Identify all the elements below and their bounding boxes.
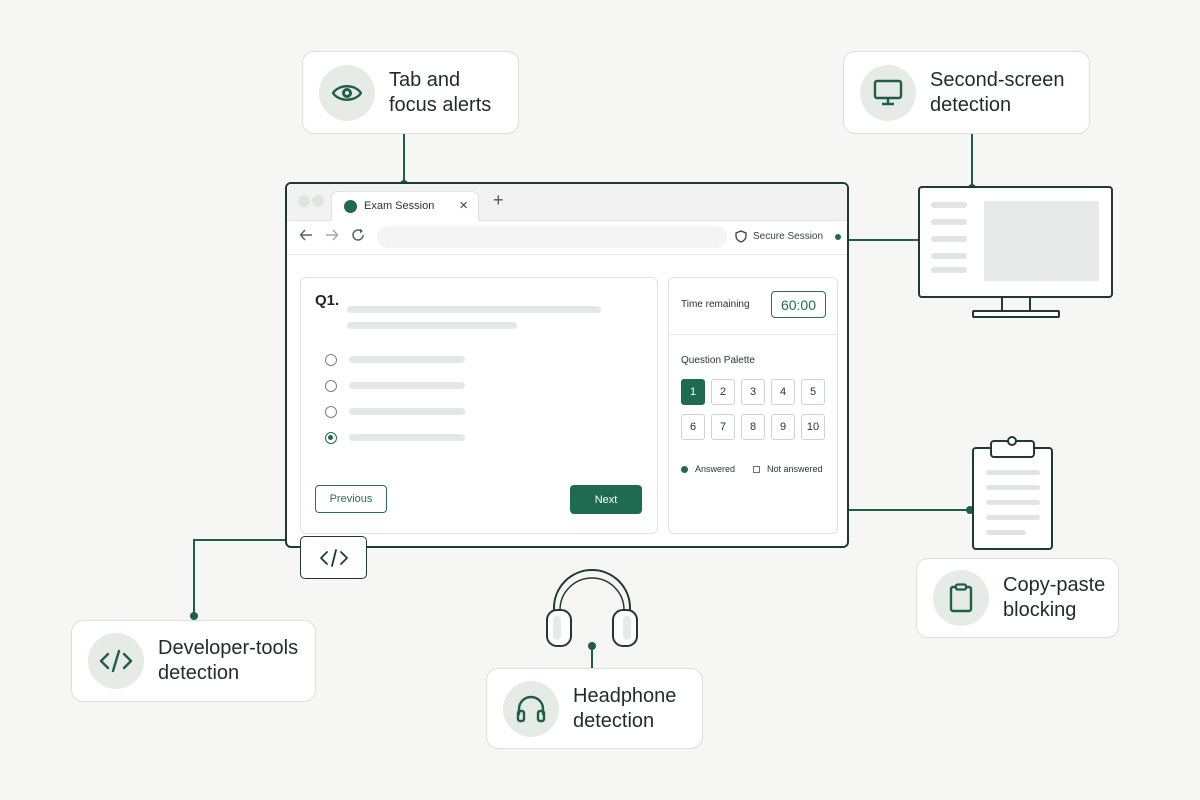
status-dot [835,233,842,240]
next-button[interactable]: Next [570,485,642,514]
divider [669,334,837,335]
feature-title: Second-screen [930,68,1065,91]
answer-option-radio[interactable] [325,354,337,366]
time-remaining-label: Time remaining [681,299,750,310]
answer-option-radio[interactable] [325,380,337,392]
palette-question-3[interactable]: 3 [741,379,765,405]
answer-option-text [349,356,465,363]
tab-bar: Exam Session × + [287,184,847,221]
answer-option-text [349,382,465,389]
reload-icon[interactable] [351,228,365,242]
clipboard-icon [933,570,989,626]
palette-question-10[interactable]: 10 [801,414,825,440]
previous-button[interactable]: Previous [315,485,387,513]
feature-title: focus alerts [389,93,492,116]
palette-question-2[interactable]: 2 [711,379,735,405]
feature-title: detection [930,93,1012,116]
question-palette-label: Question Palette [681,355,755,366]
close-tab-icon[interactable]: × [459,197,468,214]
window-control[interactable] [312,195,324,207]
legend-not-answered: Not answered [753,464,823,474]
palette-question-6[interactable]: 6 [681,414,705,440]
feature-title: detection [158,662,240,684]
palette-question-5[interactable]: 5 [801,379,825,405]
clipboard-illustration [972,436,1053,550]
not-answered-square-icon [753,465,760,473]
legend-answered: Answered [681,464,735,474]
question-number: Q1. [315,292,340,309]
feature-card-devtools: Developer-tools detection [71,620,316,702]
feature-title: Developer-tools [158,637,299,659]
question-text-placeholder [347,322,517,329]
feature-title: Tab and [389,68,461,91]
feature-title: detection [573,709,655,732]
legend-answered-label: Answered [695,464,736,474]
feature-card-copy-paste: Copy-paste blocking [916,558,1119,638]
exam-side-panel: Time remaining 60:00 Question Palette 1 … [668,277,838,534]
code-tag-box [300,536,367,579]
answer-option-text [349,434,465,441]
feature-title: blocking [1003,599,1077,621]
palette-question-7[interactable]: 7 [711,414,735,440]
palette-question-9[interactable]: 9 [771,414,795,440]
window-control[interactable] [298,195,310,207]
palette-question-4[interactable]: 4 [771,379,795,405]
browser-window: Exam Session × + Secure Session Q1. Prev… [285,182,849,548]
answer-option-radio-selected[interactable] [325,432,337,444]
forward-icon[interactable] [325,228,339,242]
tab-exam-session[interactable]: Exam Session × [331,191,479,221]
headphones-icon [503,680,559,737]
eye-icon [319,64,375,121]
code-icon [88,633,144,689]
new-tab-icon[interactable]: + [493,190,504,210]
code-icon [319,548,348,567]
palette-question-8[interactable]: 8 [741,414,765,440]
answer-option-text [349,408,465,415]
back-icon[interactable] [299,228,313,242]
tab-title: Exam Session [364,200,435,212]
second-monitor-illustration [918,186,1113,318]
shield-icon [735,230,747,243]
monitor-icon [860,64,916,121]
address-bar-row: Secure Session [287,220,847,255]
legend-not-answered-label: Not answered [767,464,823,474]
question-text-placeholder [347,306,601,313]
secure-session-indicator: Secure Session [735,230,842,243]
answered-dot-icon [681,465,688,473]
secure-session-label: Secure Session [753,231,824,242]
countdown-timer: 60:00 [771,291,826,318]
url-field[interactable] [377,226,727,248]
feature-title: Copy-paste [1003,574,1106,596]
headphones-illustration [546,569,638,647]
palette-question-1[interactable]: 1 [681,379,705,405]
question-panel: Q1. Previous Next [300,277,658,534]
site-favicon-icon [344,200,357,213]
answer-option-radio[interactable] [325,406,337,418]
feature-title: Headphone [573,684,677,707]
